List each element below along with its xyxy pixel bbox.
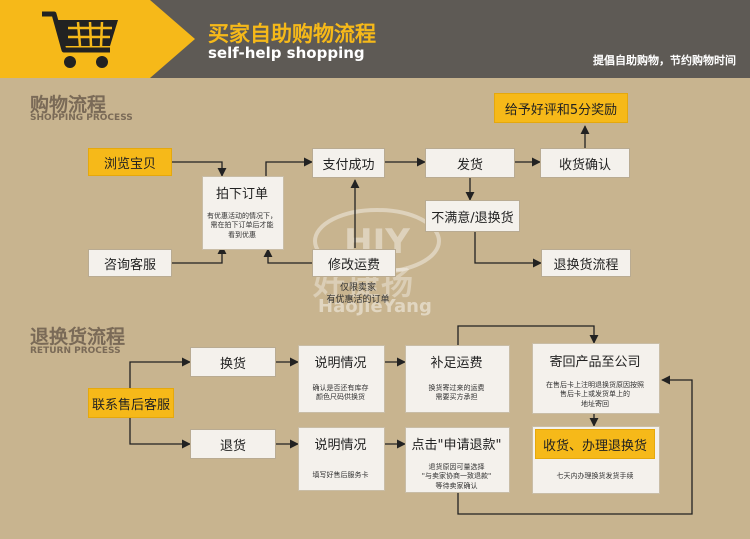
node-explain-refund: 说明情况: [301, 430, 380, 456]
node-return-process: 退换货流程: [541, 249, 631, 277]
shopping-section-title: 购物流程: [30, 94, 107, 116]
shopping-section-subtitle: SHOPPING PROCESS: [30, 113, 133, 123]
explain-exchange-note: 确认是否还有库存 颜色尺码供换货: [312, 384, 369, 402]
header-title: 买家自助购物流程: [208, 22, 376, 46]
node-receive-handle-return: 收货、办理退换货: [535, 429, 655, 459]
node-ship: 发货: [425, 148, 515, 178]
watermark-en: HaoJieYang: [318, 296, 432, 317]
node-unsatisfied-return: 不满意/退换货: [425, 200, 520, 232]
node-explain-exchange: 说明情况: [301, 348, 380, 374]
node-consult-service: 咨询客服: [88, 249, 172, 277]
node-browse-items: 浏览宝贝: [88, 148, 172, 176]
node-give-praise: 给予好评和5分奖励: [494, 93, 628, 123]
send-back-note: 在售后卡上注明退换货原因按照 售后卡上或发货单上的 地址寄回: [546, 381, 644, 408]
header-subtitle: self-help shopping: [208, 44, 365, 62]
explain-refund-note: 填写好售后服务卡: [312, 471, 369, 479]
node-refund: 退货: [190, 429, 276, 459]
order-note: 有优惠活动的情况下， 需在拍下订单后才能 看到优惠: [207, 212, 277, 239]
node-extra-shipping-fee: 补足运费: [408, 348, 505, 374]
extra-fee-note: 换货寄过来的运费 需要买方承担: [428, 384, 485, 402]
return-section-subtitle: RETURN PROCESS: [30, 346, 121, 356]
node-apply-refund: 点击"申请退款": [408, 430, 505, 456]
header-arrow-shape: [150, 0, 195, 78]
header-banner: [150, 0, 750, 78]
node-contact-aftersale: 联系售后客服: [88, 388, 174, 418]
node-send-back-product: 寄回产品至公司: [535, 346, 655, 374]
node-modify-shipping: 修改运费: [312, 249, 396, 277]
apply-refund-note: 退货原因可量选择 "与卖家协商一致退款" 等待卖家确认: [421, 463, 492, 490]
modify-shipping-note: 仅限卖家 有优惠活的订单: [326, 283, 390, 306]
shopping-cart-icon: [42, 11, 118, 68]
node-exchange: 换货: [190, 347, 276, 377]
done-note: 七天内办理换货发货手续: [556, 472, 634, 480]
node-confirm-receipt: 收货确认: [540, 148, 630, 178]
node-payment-success: 支付成功: [312, 148, 385, 178]
header-slogan: 提倡自助购物，节约购物时间: [593, 54, 736, 67]
node-place-order: 拍下订单: [205, 179, 279, 205]
return-section-title: 退换货流程: [30, 326, 126, 348]
